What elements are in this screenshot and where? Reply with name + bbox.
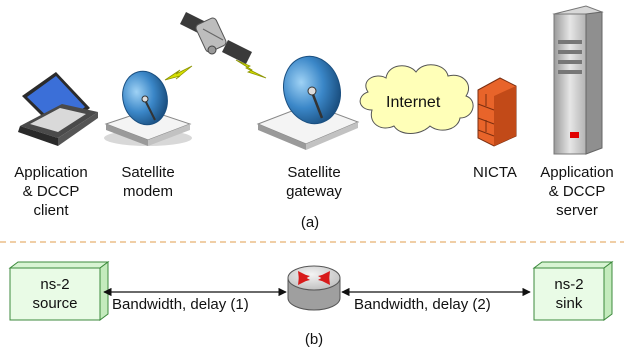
satellite-icon (180, 12, 252, 64)
label-client: Application & DCCP client (14, 164, 88, 219)
label-link-1: Bandwidth, delay (1) (110, 296, 251, 314)
label-ns2-source: ns-2 source (32, 276, 78, 312)
satellite-modem-icon (104, 70, 192, 146)
ns2-source-box (8, 261, 110, 321)
label-server: Application & DCCP server (540, 164, 614, 219)
internet-cloud-icon (359, 64, 474, 134)
label-link-2: Bandwidth, delay (2) (352, 296, 493, 314)
caption-b: (b) (304, 331, 324, 348)
firewall-icon (477, 77, 517, 147)
label-nicta: NICTA (473, 164, 517, 181)
satellite-gateway-icon (256, 55, 360, 150)
ns2-sink-box (532, 261, 614, 321)
label-satellite-gateway: Satellite gateway (286, 164, 342, 200)
radio-link-right (235, 59, 267, 79)
label-ns2-sink: ns-2 sink (554, 276, 584, 312)
laptop-icon (18, 72, 98, 146)
router-icon (287, 265, 341, 311)
label-satellite-modem: Satellite modem (121, 164, 175, 200)
caption-a: (a) (300, 214, 320, 231)
label-internet: Internet (386, 94, 441, 111)
server-icon (552, 5, 604, 155)
radio-link-left (164, 65, 193, 81)
